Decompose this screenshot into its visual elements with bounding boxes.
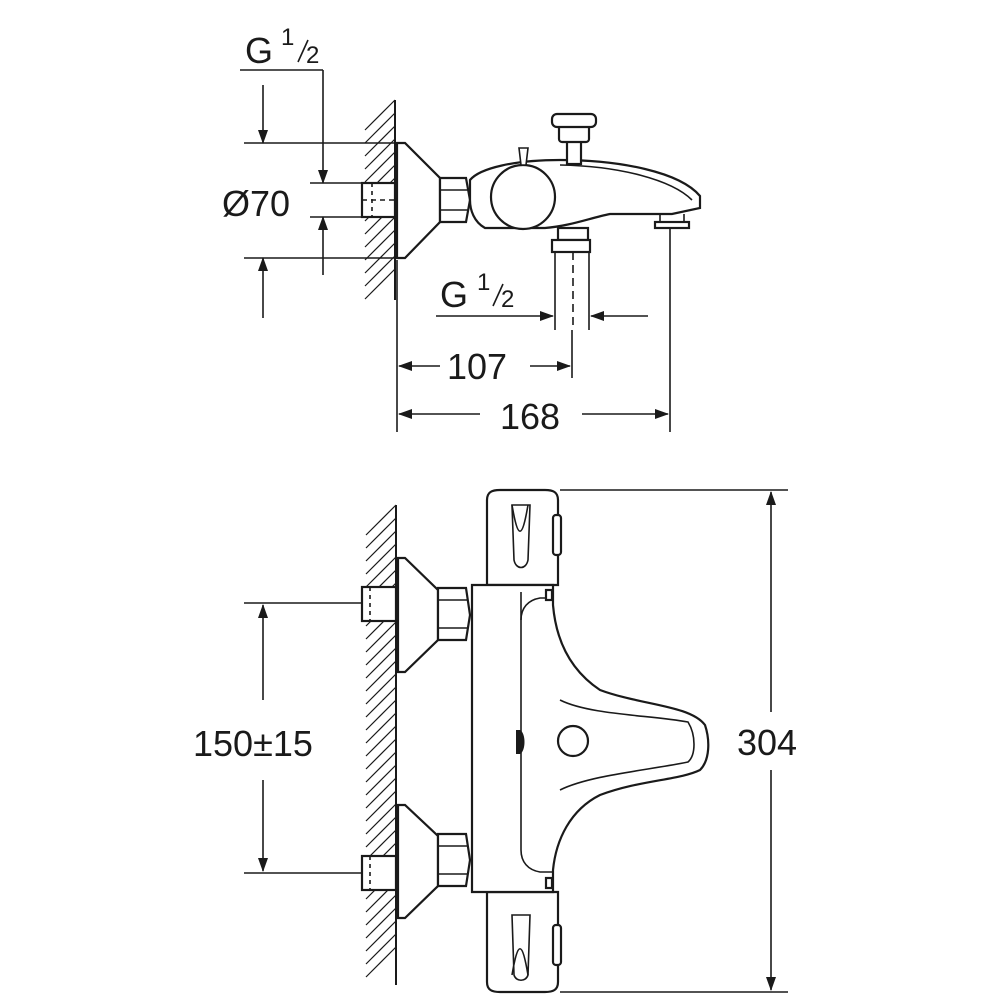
thread-top-num: 1	[281, 24, 294, 51]
front-view: 150±15 304	[193, 488, 797, 994]
diameter-dimension: Ø70	[222, 85, 395, 318]
thread-spout-base: G	[440, 274, 468, 315]
front-upper-connection	[360, 556, 472, 674]
thread-spout-num: 1	[477, 269, 490, 296]
side-nut	[438, 176, 472, 224]
wall-hatch-line	[365, 920, 397, 952]
dimension-168: 168	[398, 228, 671, 437]
front-top-handle	[485, 488, 563, 587]
wall-hatch-line	[365, 712, 397, 744]
wall-hatch-line	[364, 138, 396, 170]
wall-hatch-line	[365, 699, 397, 731]
wall-hatch-line	[365, 556, 397, 588]
wall-hatch-line	[365, 647, 397, 679]
wall-hatch-line	[365, 621, 397, 653]
front-wall	[365, 504, 397, 985]
dim-107-label: 107	[447, 346, 507, 387]
thread-label-top: G 1 2	[240, 24, 362, 275]
dim-168-label: 168	[500, 396, 560, 437]
dimension-304: 304	[560, 489, 797, 993]
wall-hatch-line	[365, 764, 397, 796]
wall-hatch-line	[365, 907, 397, 939]
side-spout-outlet	[653, 220, 691, 230]
wall-hatch-line	[364, 99, 396, 131]
wall-hatch-line	[365, 777, 397, 809]
side-diverter-knob	[550, 112, 598, 166]
wall-hatch-line	[364, 125, 396, 157]
dim-spacing-label: 150±15	[193, 723, 313, 764]
wall-hatch-line	[364, 112, 396, 144]
front-bottom-handle	[485, 890, 563, 994]
side-shower-outlet	[550, 226, 592, 330]
front-lower-connection	[360, 803, 472, 920]
wall-hatch-line	[364, 216, 396, 248]
wall-hatch-line	[365, 673, 397, 705]
dimension-150: 150±15	[193, 602, 362, 874]
wall-hatch-line	[365, 933, 397, 965]
side-view: G 1 2 Ø70 G 1 2	[222, 24, 702, 437]
front-mixer-body	[470, 583, 710, 894]
wall-hatch-line	[365, 543, 397, 575]
wall-hatch-line	[365, 686, 397, 718]
wall-hatch-line	[365, 894, 397, 926]
dim-height-label: 304	[737, 722, 797, 763]
diameter-label: Ø70	[222, 183, 290, 224]
wall-hatch-line	[365, 946, 397, 978]
side-rosette	[395, 141, 442, 260]
wall-hatch-line	[364, 229, 396, 261]
thread-top-den: 2	[306, 42, 319, 69]
wall-hatch-line	[365, 660, 397, 692]
thread-label-spout: G 1 2	[436, 252, 648, 330]
wall-hatch-line	[365, 634, 397, 666]
wall-hatch-line	[365, 530, 397, 562]
wall-hatch-line	[365, 738, 397, 770]
side-handle	[489, 163, 557, 231]
wall-hatch-line	[365, 504, 397, 536]
wall-hatch-line	[365, 751, 397, 783]
wall-hatch-line	[364, 151, 396, 183]
wall-hatch-line	[365, 725, 397, 757]
wall-hatch-line	[364, 255, 396, 287]
thread-spout-den: 2	[501, 286, 514, 313]
wall-hatch-line	[365, 803, 397, 835]
dimension-107: 107	[396, 260, 573, 432]
wall-hatch-line	[365, 816, 397, 848]
wall-hatch-line	[364, 268, 396, 300]
wall-hatch-line	[365, 790, 397, 822]
wall-hatch-line	[365, 517, 397, 549]
thread-top-base: G	[245, 30, 273, 71]
